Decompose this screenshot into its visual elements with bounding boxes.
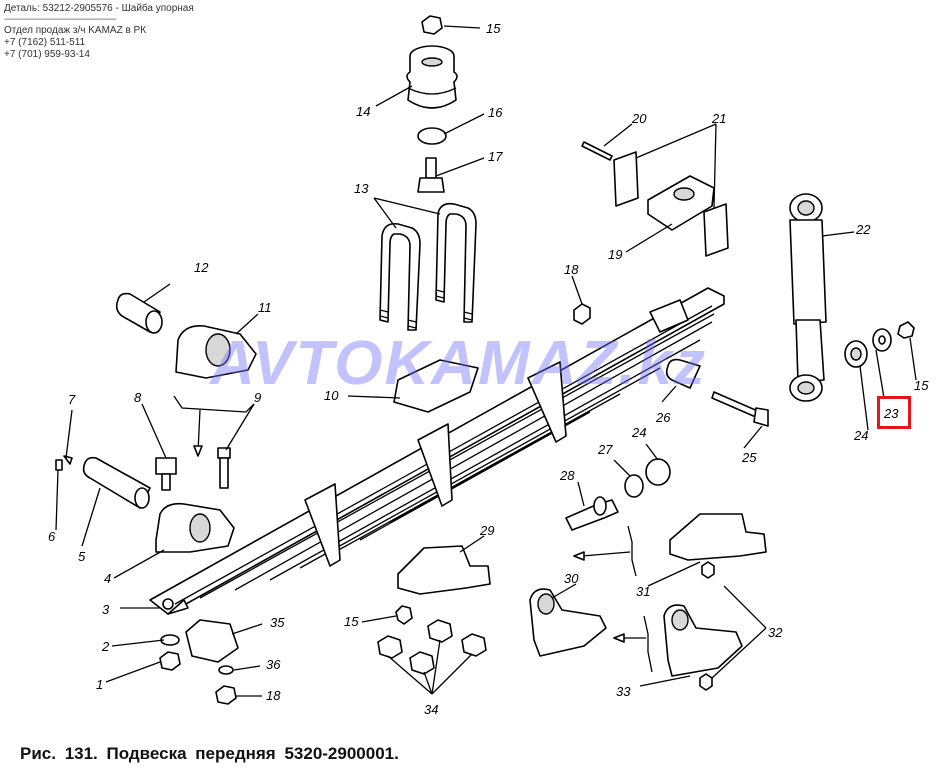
part-12-bushing — [115, 292, 163, 334]
header-separator: ----------------------------------------… — [4, 14, 117, 25]
label-9: 9 — [254, 390, 261, 405]
highlight-box-part-23 — [877, 396, 911, 429]
label-24: 24 — [853, 428, 868, 443]
part-15-nut-bottom — [395, 605, 413, 625]
part-8-bolt — [155, 457, 177, 491]
label-1: 1 — [96, 677, 103, 692]
part-26-sleeve — [665, 358, 701, 389]
label-36: 36 — [266, 657, 281, 672]
label-5: 5 — [78, 549, 86, 564]
sales-dept: Отдел продаж з/ч KAMAZ в РК — [4, 25, 147, 36]
label-4: 4 — [104, 571, 111, 586]
part-10-pad — [393, 359, 479, 413]
part-34-nuts — [377, 619, 487, 675]
leader-lines — [55, 25, 917, 697]
label-7: 7 — [68, 392, 76, 407]
part-13-u-bolts — [379, 202, 477, 331]
part-29-bracket — [397, 545, 491, 595]
label-16: 16 — [488, 105, 503, 120]
label-13: 13 — [354, 181, 369, 196]
part-21-plates — [613, 151, 729, 257]
part-36-washer — [218, 665, 234, 675]
part-31-bracket — [669, 513, 767, 561]
part-7-clip — [63, 455, 73, 465]
label-6: 6 — [48, 529, 56, 544]
part-30-bracket — [529, 588, 607, 657]
label-30: 30 — [564, 571, 579, 586]
part-15-nut-right — [897, 321, 915, 339]
label-24-mid: 24 — [631, 425, 646, 440]
label-28: 28 — [559, 468, 575, 483]
label-14: 14 — [356, 104, 370, 119]
label-12: 12 — [194, 260, 209, 275]
label-3: 3 — [102, 602, 110, 617]
part-18-nut — [573, 303, 591, 325]
watermark: AVTOKAMAZ.kz — [210, 329, 708, 398]
label-8: 8 — [134, 390, 142, 405]
part-32-nut-b — [699, 673, 713, 691]
part-32-nut-a — [701, 561, 715, 579]
label-31: 31 — [636, 584, 650, 599]
label-18-bottom: 18 — [266, 688, 281, 703]
label-17: 17 — [488, 149, 503, 164]
label-10: 10 — [324, 388, 339, 403]
part-22-shock-absorber — [789, 193, 827, 402]
label-20: 20 — [631, 111, 647, 126]
label-15-right: 15 — [914, 378, 929, 393]
part-17-bolt — [417, 157, 445, 193]
label-2: 2 — [101, 639, 110, 654]
part-number-labels: 15 14 16 17 13 12 11 10 8 9 7 6 5 4 3 2 … — [48, 21, 929, 717]
part-16-cup — [417, 127, 447, 145]
label-34: 34 — [424, 702, 438, 717]
part-33-bracket — [663, 604, 743, 677]
part-35-bracket — [185, 619, 239, 663]
label-22: 22 — [855, 222, 871, 237]
part-27-washer — [624, 474, 644, 498]
label-23: 23 — [883, 406, 899, 421]
label-32: 32 — [768, 625, 783, 640]
label-27: 27 — [597, 442, 613, 457]
part-14-buffer — [406, 45, 458, 109]
part-23-thrust-washer — [872, 328, 892, 352]
part-6-pin — [55, 459, 63, 471]
label-26: 26 — [655, 410, 671, 425]
figure-caption: Рис. 131. Подвеска передняя 5320-2900001… — [20, 744, 399, 763]
phone-2: +7 (701) 959-93-14 — [4, 49, 90, 60]
leaf-spring — [149, 287, 725, 615]
part-4-bracket — [155, 502, 235, 553]
part-20-pin — [581, 141, 613, 161]
label-35: 35 — [270, 615, 285, 630]
label-29: 29 — [479, 523, 494, 538]
phone-1: +7 (7162) 511-511 — [4, 37, 86, 48]
label-18: 18 — [564, 262, 579, 277]
part-15-nut — [421, 15, 443, 35]
part-5-pin — [82, 456, 151, 509]
label-15-bottom: 15 — [344, 614, 359, 629]
label-19: 19 — [608, 247, 622, 262]
part-25-bolt — [711, 391, 769, 427]
label-11: 11 — [258, 300, 272, 315]
label-33: 33 — [616, 684, 631, 699]
part-19-bracket — [647, 175, 715, 231]
assembly-arrows — [173, 395, 653, 673]
part-18-nut-bottom — [215, 685, 237, 705]
part-28-pin — [565, 496, 619, 531]
part-24-bushing-mid — [645, 458, 671, 486]
label-21: 21 — [711, 111, 726, 126]
label-15: 15 — [486, 21, 501, 36]
part-11-bracket — [175, 324, 257, 379]
label-25: 25 — [741, 450, 757, 465]
part-1-nut — [159, 651, 181, 671]
part-title: Деталь: 53212-2905576 - Шайба упорная — [4, 3, 194, 14]
part-9-bolt — [217, 447, 231, 489]
part-24-bushing — [844, 340, 868, 368]
